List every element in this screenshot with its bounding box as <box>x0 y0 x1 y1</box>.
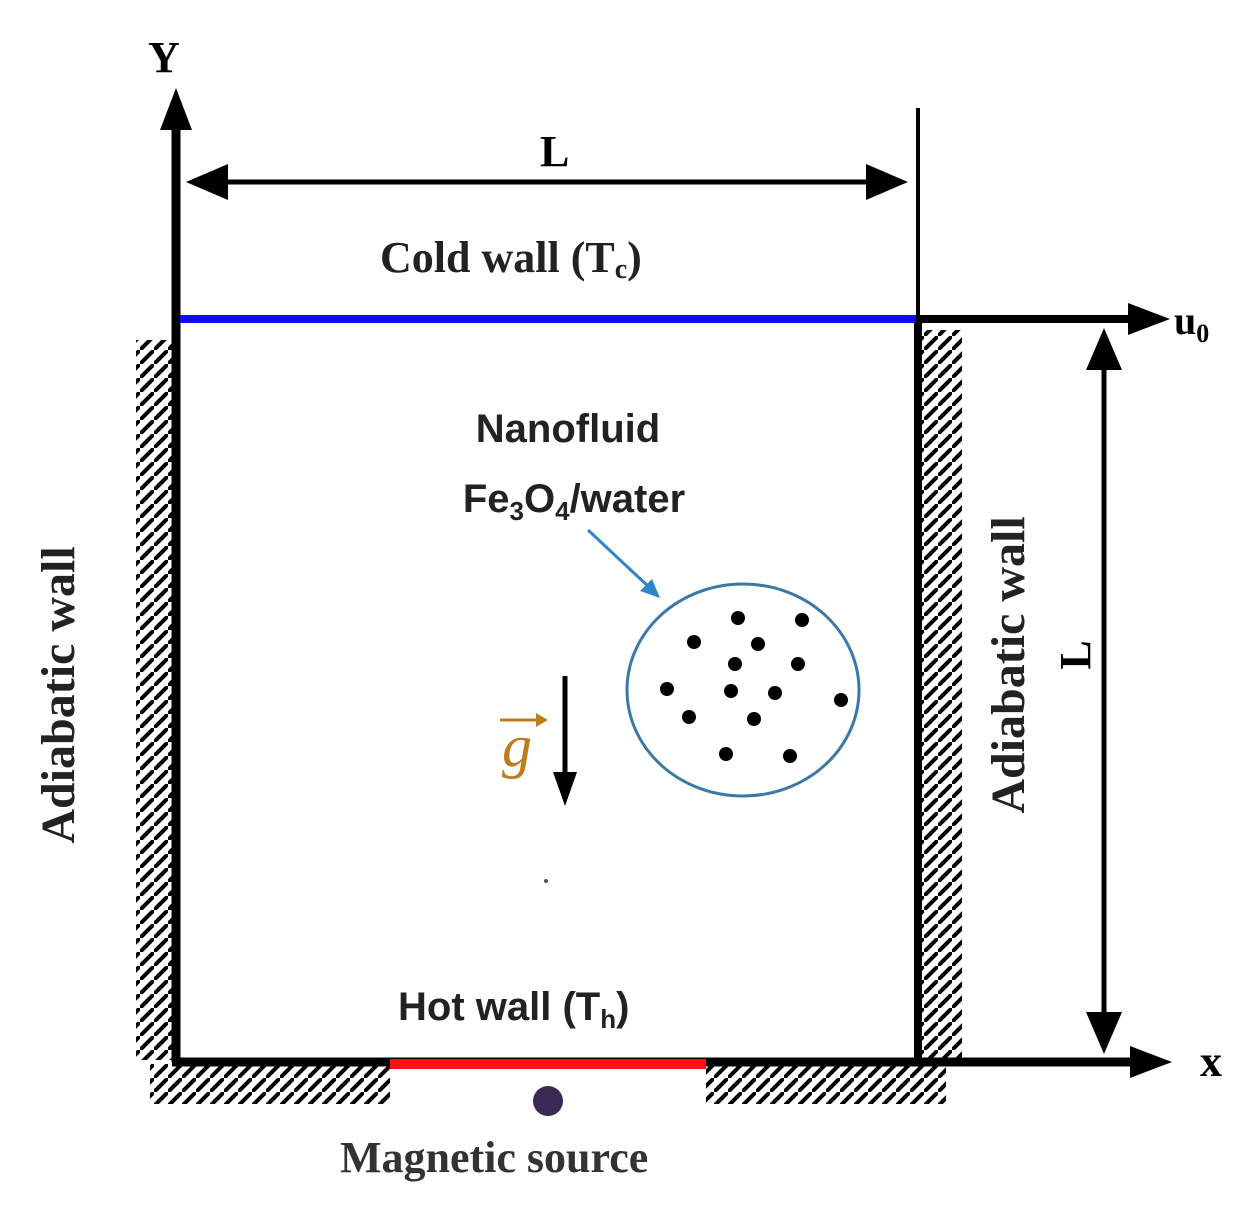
left-wall-hatching <box>136 340 174 1060</box>
y-axis-label: Y <box>148 33 180 82</box>
center-speck <box>544 879 548 883</box>
magnetic-source-label: Magnetic source <box>340 1133 648 1182</box>
particle <box>719 747 733 761</box>
nanofluid-pointer-line <box>586 528 652 590</box>
magnetic-source-dot <box>533 1086 563 1116</box>
height-dimension-label: L <box>1051 640 1100 669</box>
nanofluid-sub3: 3 <box>510 496 524 526</box>
particle <box>682 710 696 724</box>
cold-wall-label: Cold wall (Tc) <box>380 233 642 285</box>
nanoparticles <box>660 611 848 763</box>
particle <box>687 635 701 649</box>
particle <box>783 749 797 763</box>
y-axis-arrowhead <box>160 88 192 130</box>
particle <box>751 637 765 651</box>
cold-wall-close: ) <box>627 233 642 282</box>
particle <box>834 693 848 707</box>
cold-wall-main: Cold wall (T <box>380 233 615 282</box>
nanoparticle-circle <box>625 582 861 798</box>
particle <box>795 613 809 627</box>
width-dimension-arrow-left <box>186 164 228 200</box>
lid-velocity-label: u0 <box>1174 298 1209 348</box>
nanofluid-sub4: 4 <box>555 496 570 526</box>
height-dimension-arrow-bottom <box>1086 1012 1122 1054</box>
bottom-right-hatching <box>706 1064 946 1104</box>
width-dimension-arrow-right <box>866 164 908 200</box>
particle <box>724 684 738 698</box>
nanofluid-label-line2: Fe3O4/water <box>463 477 685 526</box>
particle <box>791 657 805 671</box>
right-wall-hatching <box>920 330 962 1060</box>
gravity-arrowhead <box>553 772 577 806</box>
hot-wall-label: Hot wall (Th) <box>398 985 629 1034</box>
x-axis-arrowhead <box>1130 1046 1172 1078</box>
bottom-left-hatching <box>150 1064 390 1104</box>
x-axis-label: x <box>1200 1037 1222 1086</box>
nanofluid-label-line1: Nanofluid <box>476 407 660 451</box>
cold-wall-sub: c <box>615 254 627 285</box>
nanofluid-rest: /water <box>570 477 686 521</box>
right-wall-label: Adiabatic wall <box>982 516 1035 813</box>
particle <box>660 682 674 696</box>
nanofluid-pointer-head <box>640 579 660 598</box>
particle <box>747 712 761 726</box>
lid-velocity-sub: 0 <box>1196 319 1209 348</box>
left-wall-label: Adiabatic wall <box>32 546 85 843</box>
lid-velocity-arrowhead <box>1128 303 1170 335</box>
particle <box>728 657 742 671</box>
nanofluid-o: O <box>524 477 555 521</box>
particle <box>768 686 782 700</box>
hot-wall-main: Hot wall (T <box>398 985 600 1029</box>
gravity-label: g <box>502 713 532 779</box>
height-dimension-arrow-top <box>1086 328 1122 370</box>
hot-wall-sub: h <box>600 1004 616 1034</box>
lid-velocity-main: u <box>1174 298 1196 343</box>
gravity-vector-barhead <box>536 713 548 727</box>
hot-wall-close: ) <box>616 985 629 1029</box>
nanofluid-fe: Fe <box>463 477 510 521</box>
width-dimension-label: L <box>540 127 569 176</box>
particle <box>731 611 745 625</box>
